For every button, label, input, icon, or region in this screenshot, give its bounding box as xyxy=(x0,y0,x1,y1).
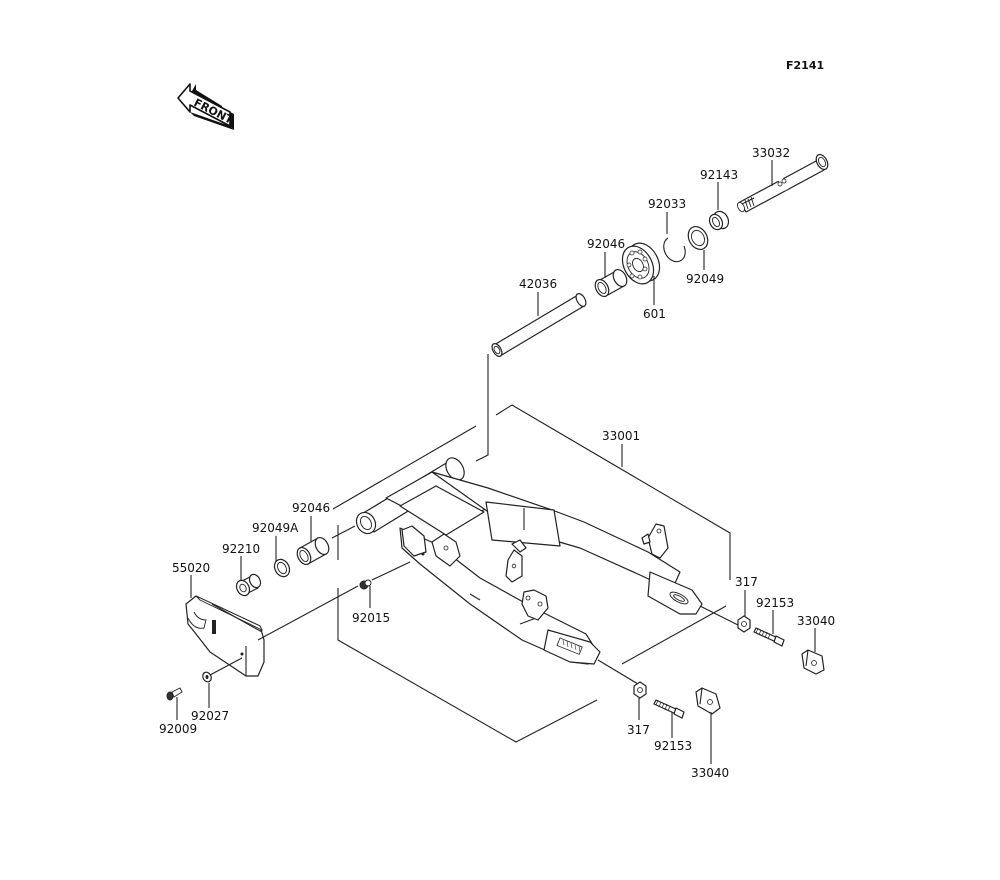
part-33040-adjuster-upper[interactable] xyxy=(801,649,825,675)
label-55020[interactable]: 55020 xyxy=(172,561,210,575)
diagram-code: F2141 xyxy=(786,59,824,72)
part-55020-chain-guide[interactable] xyxy=(185,595,265,677)
part-92153-bolt-lower[interactable] xyxy=(653,699,685,719)
part-601-bearing[interactable] xyxy=(616,238,666,289)
part-92046-needle-bearing-lower[interactable] xyxy=(294,535,331,567)
label-92153-lower[interactable]: 92153 xyxy=(654,739,692,753)
part-92015-bolt[interactable] xyxy=(359,579,372,590)
part-317-nut-lower[interactable] xyxy=(633,681,647,699)
label-33040-upper[interactable]: 33040 xyxy=(797,614,835,628)
part-92049-seal[interactable] xyxy=(684,223,711,253)
label-92153-upper[interactable]: 92153 xyxy=(756,596,794,610)
part-92046-needle-bearing-upper[interactable] xyxy=(592,267,629,299)
part-92143-collar[interactable] xyxy=(707,209,731,232)
label-92046-lower[interactable]: 92046 xyxy=(292,501,330,515)
label-92049[interactable]: 92049 xyxy=(686,272,724,286)
part-33032-pivot-shaft[interactable] xyxy=(736,153,830,213)
part-92049a-seal[interactable] xyxy=(272,557,293,579)
label-33032[interactable]: 33032 xyxy=(752,146,790,160)
label-92210[interactable]: 92210 xyxy=(222,542,260,556)
label-92049a[interactable]: 92049A xyxy=(252,521,299,535)
part-92009-screw[interactable] xyxy=(166,687,183,701)
part-33001-swingarm[interactable] xyxy=(353,455,703,665)
label-601[interactable]: 601 xyxy=(643,307,666,321)
part-92033-circlip[interactable] xyxy=(663,237,686,263)
label-33040-lower[interactable]: 33040 xyxy=(691,766,729,780)
label-33001[interactable]: 33001 xyxy=(602,429,640,443)
label-42036[interactable]: 42036 xyxy=(519,277,557,291)
part-42036-sleeve[interactable] xyxy=(490,292,588,358)
label-92033[interactable]: 92033 xyxy=(648,197,686,211)
label-317-upper[interactable]: 317 xyxy=(735,575,758,589)
part-92027-washer[interactable] xyxy=(201,671,213,684)
label-92143[interactable]: 92143 xyxy=(700,168,738,182)
label-92027[interactable]: 92027 xyxy=(191,709,229,723)
part-92210-collar[interactable] xyxy=(234,572,263,597)
part-33040-adjuster-lower[interactable] xyxy=(695,687,721,715)
part-92153-bolt-upper[interactable] xyxy=(753,627,785,647)
front-arrow-icon: FRONT xyxy=(177,83,235,130)
label-92015[interactable]: 92015 xyxy=(352,611,390,625)
label-92009[interactable]: 92009 xyxy=(159,722,197,736)
label-92046-upper[interactable]: 92046 xyxy=(587,237,625,251)
label-317-lower[interactable]: 317 xyxy=(627,723,650,737)
assembly-bracket-33001 xyxy=(332,404,731,743)
part-317-nut-upper[interactable] xyxy=(737,615,751,633)
